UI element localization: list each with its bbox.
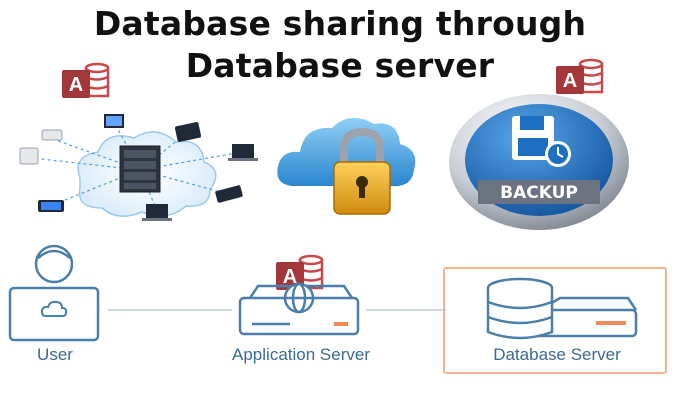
page-title-line-2: Database server [185, 46, 495, 85]
tablet-icon [174, 122, 202, 142]
access-letter: A [69, 74, 83, 96]
padlock-icon [333, 127, 391, 215]
laptop-icon [142, 204, 172, 221]
access-letter: A [283, 266, 297, 288]
backup-badge-icon: BACKUP [449, 94, 629, 230]
backup-label: BACKUP [500, 183, 578, 203]
user-icon [8, 244, 100, 342]
ms-access-database-icon: A [62, 62, 110, 98]
application-server-label: Application Server [232, 345, 370, 364]
database-server-highlight-box [443, 267, 667, 374]
application-server-icon [238, 282, 360, 336]
floppy-disk-icon [512, 116, 554, 160]
architecture-graphics [8, 244, 638, 342]
laptop-icon [228, 144, 258, 161]
clock-icon [545, 141, 571, 167]
ms-access-database-icon: A [556, 58, 604, 94]
smartphone-icon [38, 200, 64, 212]
ms-access-database-icon: A [276, 254, 324, 290]
database-server-label: Database Server [493, 345, 621, 364]
database-server-icon [486, 277, 638, 340]
smartphone-icon [215, 185, 243, 203]
user-label: User [37, 345, 73, 364]
network-storage-icon [19, 147, 39, 165]
cloud-padlock-illustration [277, 117, 416, 215]
server-rack-icon [119, 145, 161, 193]
architecture-diagram: User Application Server Database Server [0, 240, 680, 400]
access-letter: A [563, 70, 577, 92]
monitor-icon [104, 114, 124, 128]
network-illustration [19, 114, 258, 221]
page-title-line-1: Database sharing through [93, 4, 587, 43]
router-icon [41, 129, 63, 141]
